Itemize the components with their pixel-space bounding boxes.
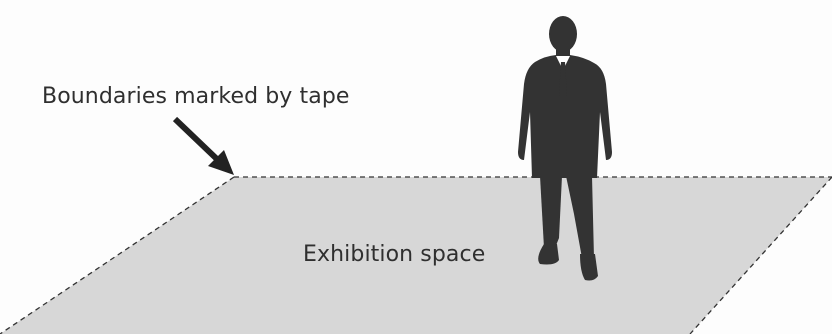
exhibition-space-label: Exhibition space [303,242,485,267]
boundary-annotation-text: Boundaries marked by tape [42,84,350,109]
pointer-arrow-icon [175,119,234,175]
